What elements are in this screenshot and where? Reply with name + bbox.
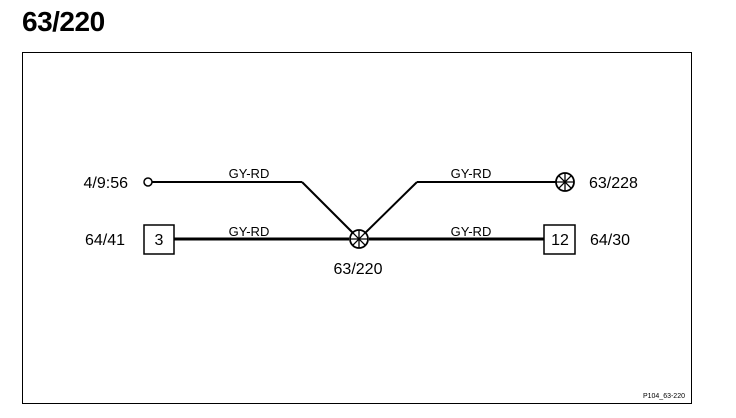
diagram-reference: P104_63-220 [643, 393, 685, 400]
splice-icon-top-right [555, 172, 575, 192]
diagram-frame [22, 52, 692, 404]
wire-top-right-diagonal [358, 181, 418, 240]
wire-top-left-diagonal [301, 181, 360, 240]
wire-label-top-right: GY-RD [451, 166, 492, 181]
terminal-label-top-left: 4/9:56 [84, 175, 129, 192]
splice-icon-center [349, 229, 369, 249]
wire-label-top-left: GY-RD [229, 166, 270, 181]
splice-label-center: 63/220 [334, 261, 383, 278]
connector-pin-box-left [143, 224, 175, 255]
terminal-label-bottom-right: 64/30 [590, 232, 630, 249]
terminal-label-top-right: 63/228 [589, 175, 638, 192]
page-title: 63/220 [22, 6, 105, 37]
wire-label-bottom-left: GY-RD [229, 224, 270, 239]
wire-label-bottom-right: GY-RD [451, 224, 492, 239]
connector-pin-box-right [543, 224, 576, 255]
connector-pin-right: 12 [551, 232, 569, 249]
terminal-label-bottom-left: 64/41 [85, 232, 125, 249]
connector-pin-left: 3 [155, 232, 164, 249]
open-terminal-icon [143, 177, 153, 187]
